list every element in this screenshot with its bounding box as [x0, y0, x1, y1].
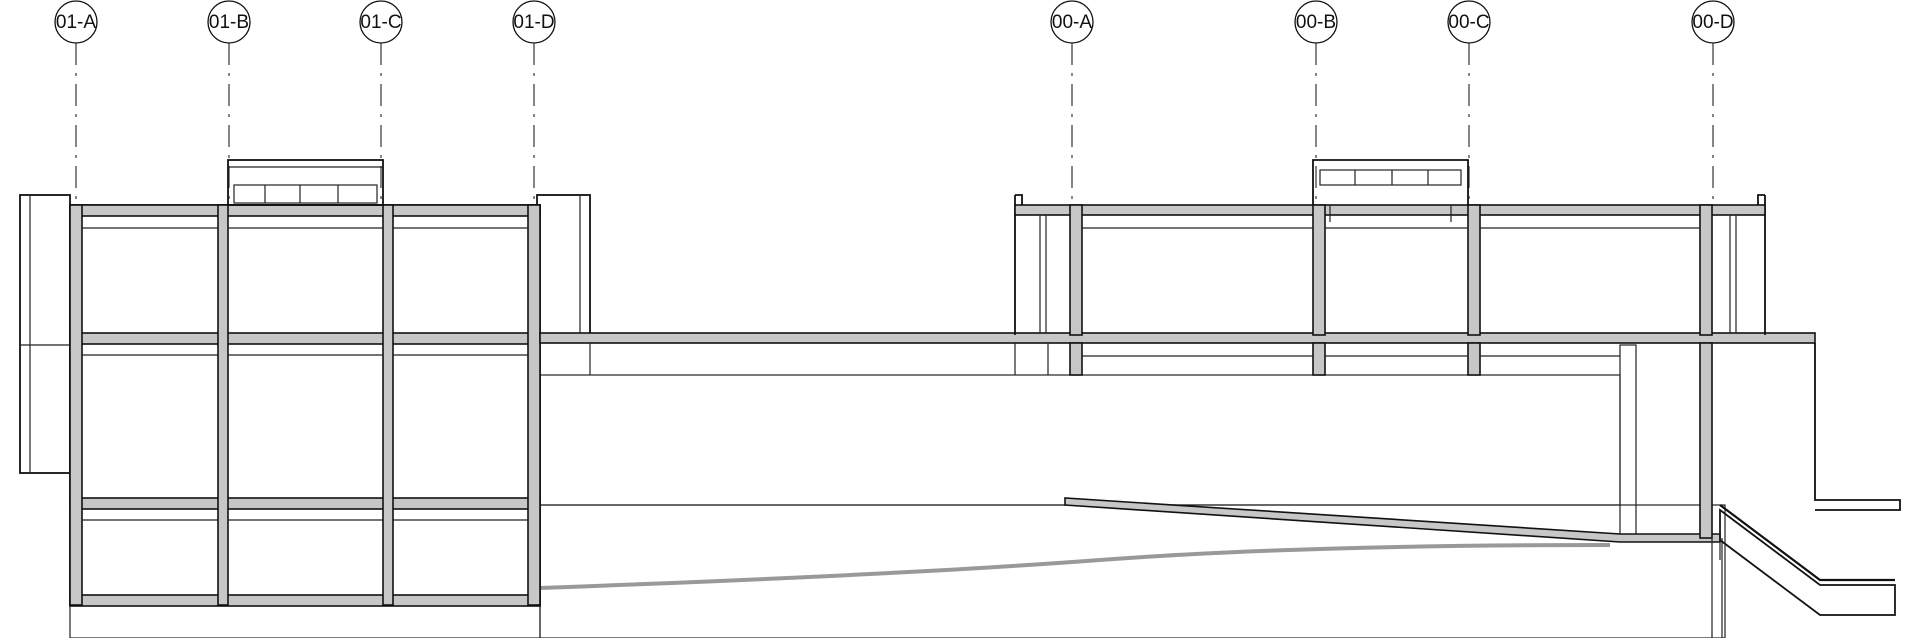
grid-label: 01-D: [513, 12, 554, 33]
grid-line-01-d: 01-D: [512, 0, 556, 205]
grid-label: 00-B: [1296, 12, 1336, 33]
grid-label: 00-D: [1692, 12, 1733, 33]
right-building: [1014, 159, 1901, 638]
grid-label: 00-A: [1052, 12, 1092, 33]
grid-line-00-c: 00-C: [1447, 0, 1491, 205]
exterior-stair: [1719, 504, 1896, 616]
left-building: [19, 159, 591, 607]
skylight-left: [227, 159, 384, 206]
grid-label: 01-B: [209, 12, 249, 33]
grid-line-01-a: 01-A: [54, 0, 98, 205]
bridge-slab: [539, 332, 1816, 344]
skylight-right: [1312, 159, 1469, 222]
grid-line-00-a: 00-A: [1050, 0, 1094, 205]
grid-line-00-d: 00-D: [1691, 0, 1735, 205]
grid-label: 01-C: [360, 12, 401, 33]
grid-line-00-b: 00-B: [1294, 0, 1338, 205]
grid-line-01-b: 01-B: [207, 0, 251, 205]
grid-line-01-c: 01-C: [359, 0, 403, 205]
grid-lines: 01-A 01-B 01-C 01-D 00-A 00-B 00-C 00-D: [54, 0, 1735, 205]
grid-label: 00-C: [1448, 12, 1489, 33]
grid-label: 01-A: [56, 12, 96, 33]
